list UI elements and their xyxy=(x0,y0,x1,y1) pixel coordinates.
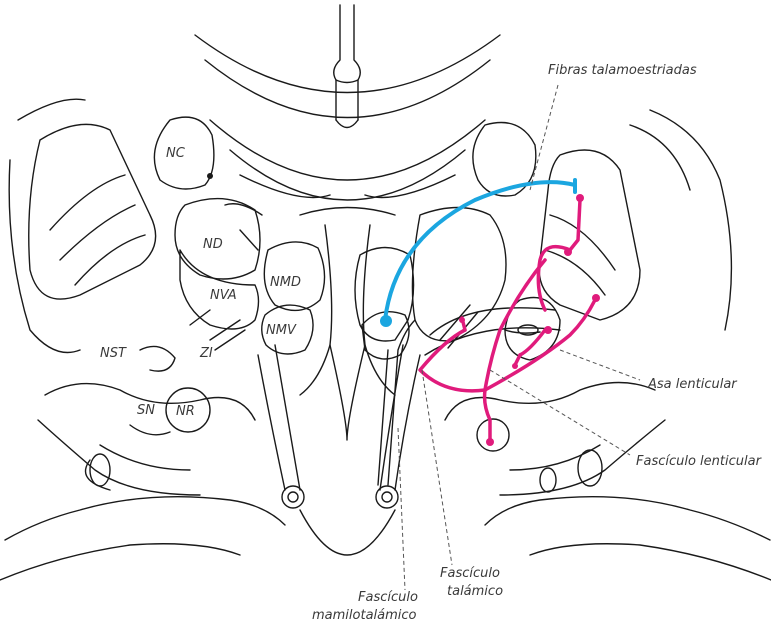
label-nd: ND xyxy=(203,237,223,252)
label-nr: NR xyxy=(176,404,195,419)
septum-pellucidum xyxy=(334,5,361,128)
label-nmv: NMV xyxy=(266,323,297,338)
midbrain-contours xyxy=(0,383,771,581)
label-nva: NVA xyxy=(210,288,237,303)
substantia-nigra xyxy=(130,425,170,435)
label-fasciculo-talamico-line2: talámico xyxy=(447,584,503,599)
label-sn: SN xyxy=(137,403,155,418)
thalamostriate-fibers xyxy=(380,180,575,327)
lateral-hemisphere-left xyxy=(9,99,155,352)
stria-terminalis-point xyxy=(207,173,213,179)
label-nst: NST xyxy=(100,346,127,361)
label-nc: NC xyxy=(166,146,186,161)
label-asa-lenticular: Asa lenticular xyxy=(647,377,738,392)
lateral-hemisphere-right xyxy=(539,110,731,330)
label-fasciculo-talamico-line1: Fascículo xyxy=(440,566,500,581)
label-fasciculo-mamilo-line1: Fascículo xyxy=(358,590,418,605)
corpus-callosum xyxy=(195,35,500,215)
label-fasciculo-mamilo-line2: mamilotalámico xyxy=(312,608,417,623)
label-zi: ZI xyxy=(199,346,213,361)
leader-lines xyxy=(398,85,640,590)
third-ventricle xyxy=(300,225,395,440)
internal-capsule-left xyxy=(210,204,262,350)
label-fasciculo-lenticular: Fascículo lenticular xyxy=(636,454,763,469)
fornix-columns xyxy=(258,345,420,508)
label-fibras-talamoestriadas: Fibras talamoestriadas xyxy=(548,63,697,78)
label-nmd: NMD xyxy=(270,275,301,290)
red-nucleus-right xyxy=(477,419,509,451)
subthalamic-nucleus xyxy=(140,346,175,371)
